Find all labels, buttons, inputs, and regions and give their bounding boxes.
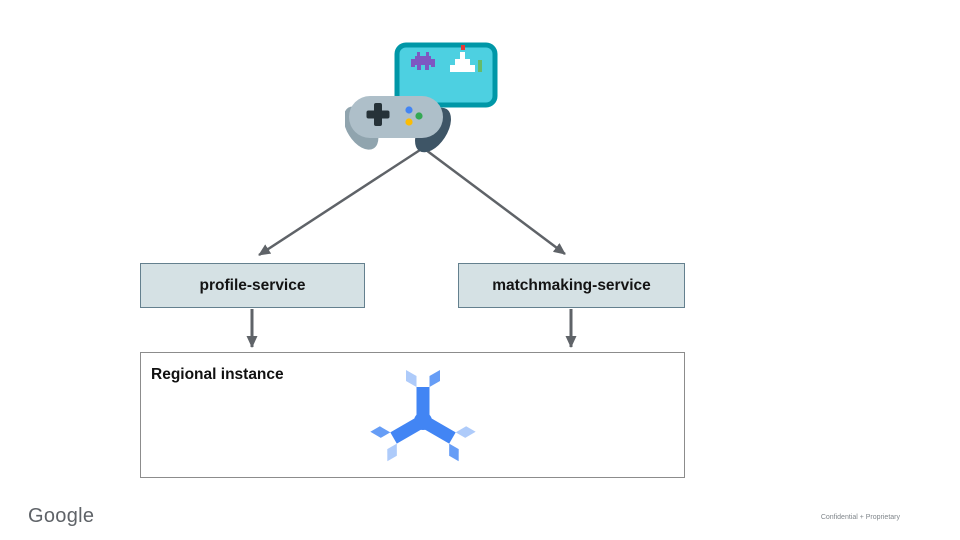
cloud-spanner-icon bbox=[370, 370, 476, 462]
node-matchmaking-service: matchmaking-service bbox=[458, 263, 685, 308]
node-profile-service: profile-service bbox=[140, 263, 365, 308]
node-regional-instance: Regional instance bbox=[140, 352, 685, 478]
button-green bbox=[415, 112, 423, 120]
button-yellow bbox=[405, 118, 413, 126]
game-controller-icon bbox=[343, 42, 498, 153]
spaceship-sprite bbox=[450, 52, 475, 72]
arrow-client-to-matchmaking bbox=[425, 148, 566, 256]
node-profile-service-label: profile-service bbox=[199, 276, 306, 294]
space-invader-sprite bbox=[411, 52, 435, 70]
spanner-center bbox=[414, 412, 432, 430]
barrier-sprite bbox=[478, 60, 482, 72]
dpad-icon bbox=[366, 103, 390, 126]
node-regional-instance-label: Regional instance bbox=[151, 366, 284, 383]
node-matchmaking-service-label: matchmaking-service bbox=[492, 276, 651, 294]
button-blue bbox=[405, 106, 413, 114]
game-client-icon bbox=[343, 40, 505, 155]
google-logo: Google bbox=[28, 505, 95, 527]
arrow-client-to-profile bbox=[258, 148, 421, 257]
bullet-sprite bbox=[461, 45, 465, 50]
confidential-note: Confidential + Proprietary bbox=[820, 514, 900, 521]
controller-body bbox=[349, 96, 443, 138]
